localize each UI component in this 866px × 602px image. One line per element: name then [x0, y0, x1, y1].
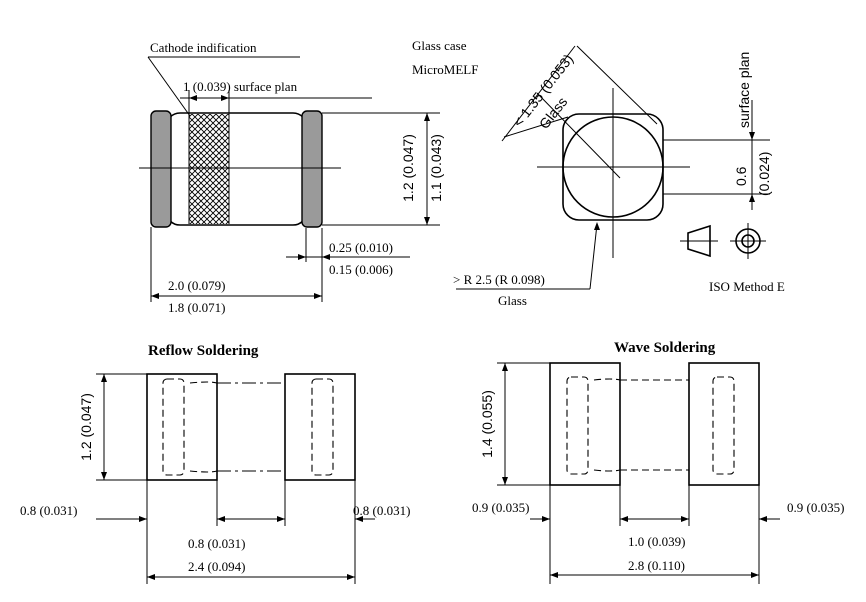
reflow-inner-left — [162, 378, 185, 476]
radius-note: > R 2.5 (R 0.098) — [453, 272, 545, 287]
reflow-title: Reflow Soldering — [148, 343, 259, 359]
end-cap-left — [150, 110, 172, 228]
end-cap-right — [301, 110, 323, 228]
height-inner-dim: 1.1 (0.043) — [428, 134, 444, 202]
wave-pad-left — [549, 362, 621, 486]
reflow-inner-right — [311, 378, 334, 476]
reflow-footprint: Reflow Soldering 1.2 (0.047) 0.8 (0.031)… — [20, 343, 410, 584]
wave-total-dim: 2.8 (0.110) — [628, 558, 685, 573]
case-name: MicroMELF — [412, 62, 478, 77]
cap-dim-a: 0.25 (0.010) — [329, 240, 393, 255]
iso-cone-icon — [687, 224, 711, 258]
reflow-pad-left — [146, 373, 218, 481]
reflow-pad-right-dim: 0.8 (0.031) — [353, 503, 410, 518]
wave-inner-left — [566, 376, 589, 475]
wave-pad-right — [688, 362, 760, 486]
reflow-pad-right — [284, 373, 356, 481]
band-dimension: 1 (0.039) surface plan — [183, 79, 298, 94]
case-type: Glass case — [412, 38, 467, 53]
wave-footprint: Wave Soldering 1.4 (0.055) 0.9 (0.035) 0… — [472, 340, 844, 584]
cap-dim-b: 0.15 (0.006) — [329, 262, 393, 277]
reflow-pad-left-dim: 0.8 (0.031) — [20, 503, 77, 518]
reflow-total-dim: 2.4 (0.094) — [188, 559, 245, 574]
surface-plan-label: surface plan — [736, 52, 752, 128]
cathode-label: Cathode indification — [150, 40, 257, 55]
wave-height: 1.4 (0.055) — [479, 390, 495, 458]
wave-pad-right-dim: 0.9 (0.035) — [787, 500, 844, 515]
glass-note: Glass — [498, 293, 527, 308]
side-view: Cathode indification 1 (0.039) surface p… — [139, 40, 444, 315]
diode-body — [165, 112, 308, 226]
cathode-band — [189, 114, 229, 224]
iso-method: ISO Method E — [709, 279, 785, 294]
wave-gap-dim: 1.0 (0.039) — [628, 534, 685, 549]
end-view: < 1.35 (0.053) Glass surface plan 0.6 (0… — [453, 45, 785, 308]
length-inner-dim: 1.8 (0.071) — [168, 300, 225, 315]
height-outer-dim: 1.2 (0.047) — [400, 134, 416, 202]
flat-dim-b: (0.024) — [756, 152, 772, 196]
length-outer-dim: 2.0 (0.079) — [168, 278, 225, 293]
reflow-height: 1.2 (0.047) — [78, 393, 94, 461]
wave-title: Wave Soldering — [614, 340, 716, 356]
reflow-gap-dim: 0.8 (0.031) — [188, 536, 245, 551]
flat-dim-a: 0.6 — [733, 166, 749, 186]
wave-inner-right — [712, 376, 735, 475]
wave-pad-left-dim: 0.9 (0.035) — [472, 500, 529, 515]
